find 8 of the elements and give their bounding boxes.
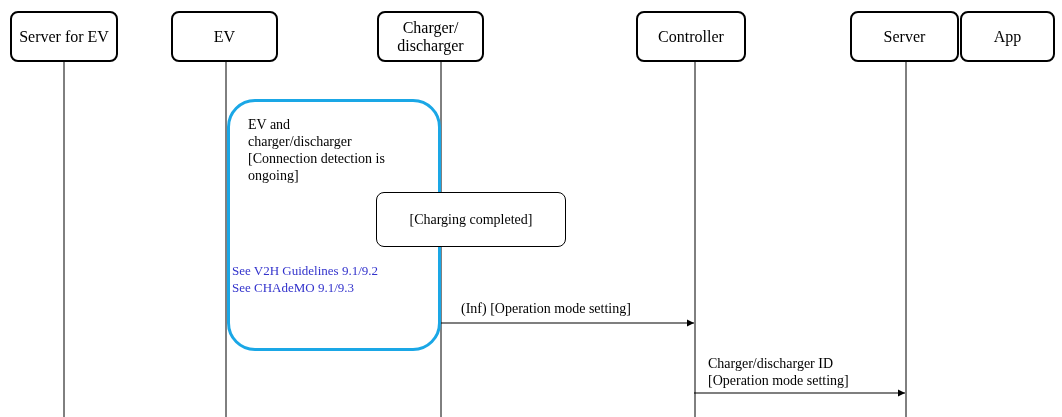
message-arrow [693, 389, 906, 397]
reference-note: See V2H Guidelines 9.1/9.2 See CHAdeMO 9.1/9.3 [232, 262, 379, 296]
lifeline-header-box: App [960, 11, 1055, 62]
edge-label: Charger/discharger ID [Operation mode setting] [708, 355, 850, 389]
state-box: [Charging completed] [376, 192, 566, 247]
edge-label: (Inf) [Operation mode setting] [461, 300, 632, 317]
message-arrow [439, 319, 695, 327]
state-text: EV and charger/discharger [Connection detection is ongoing] [248, 116, 386, 184]
